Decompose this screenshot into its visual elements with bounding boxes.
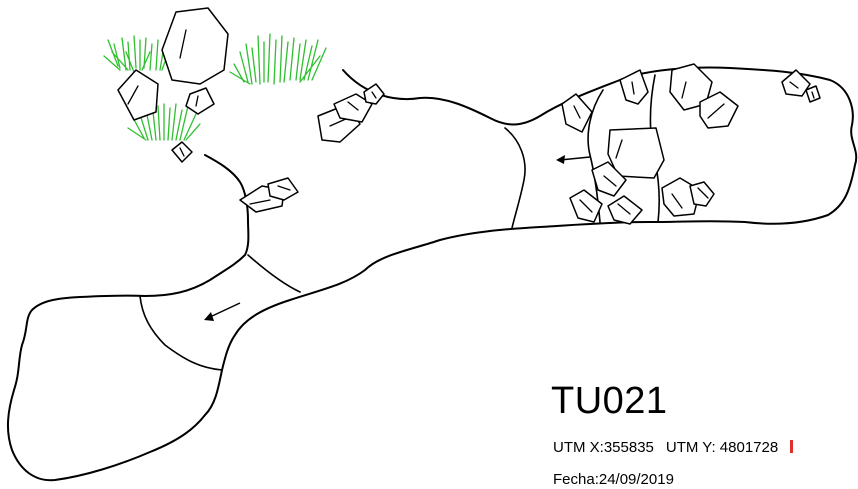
- grass-icon: [103, 35, 171, 73]
- rocks: [117, 7, 821, 225]
- rock-icon: [591, 161, 627, 197]
- rock-icon: [171, 141, 193, 163]
- rock-icon: [607, 127, 665, 179]
- rock-icon: [699, 91, 739, 129]
- flow-arrow-icon: [209, 302, 241, 318]
- rock-icon: [619, 69, 649, 105]
- rock-icon: [117, 69, 159, 121]
- accent-mark: [790, 440, 794, 453]
- arrowhead-icon: [204, 312, 214, 321]
- utm-y-label: UTM Y: 4801728: [665, 439, 779, 456]
- grass-icon: [127, 101, 201, 141]
- rock-icon: [185, 87, 215, 115]
- utm-coordinates: UTM X:355835 UTM Y: 4801728: [553, 439, 805, 457]
- flow-arrows: [204, 155, 591, 321]
- rock-icon: [161, 7, 229, 85]
- utm-x-label: UTM X:355835: [553, 439, 654, 456]
- grass-icon: [229, 33, 327, 85]
- rock-icon: [561, 93, 593, 133]
- rock-icon: [781, 69, 821, 103]
- arrowhead-icon: [556, 155, 565, 164]
- rock-icon: [607, 195, 643, 225]
- rock-icon: [317, 83, 385, 143]
- survey-date: Fecha:24/09/2019: [553, 471, 674, 488]
- site-code-title: TU021: [551, 380, 668, 422]
- vegetation: [103, 33, 327, 141]
- cave-outline: [6, 66, 858, 482]
- rock-icon: [569, 189, 603, 223]
- rock-icon: [661, 177, 715, 217]
- flow-arrow-icon: [559, 156, 591, 161]
- rock-icon: [239, 177, 299, 213]
